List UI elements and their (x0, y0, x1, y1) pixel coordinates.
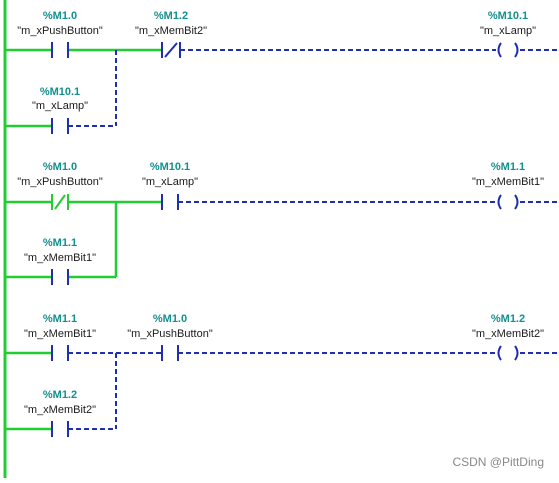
rung-1-coil-symbol: "m_xLamp" (480, 25, 536, 37)
rung-2: %M1.0 "m_xPushButton" %M10.1 "m_xLamp" %… (5, 161, 559, 285)
rung-3: %M1.1 "m_xMemBit1" %M1.0 "m_xPushButton"… (5, 313, 559, 437)
rung-3-contact-2-symbol: "m_xPushButton" (127, 328, 213, 340)
rung-2-coil[interactable] (497, 194, 519, 210)
watermark: CSDN @PittDing (452, 455, 544, 469)
rung-2-contact-2-symbol: "m_xLamp" (142, 176, 198, 188)
rung-2-contact-3[interactable] (51, 269, 69, 285)
rung-3-contact-3[interactable] (51, 421, 69, 437)
rung-1-contact-3-symbol: "m_xLamp" (32, 100, 88, 112)
rung-1-contact-2-symbol: "m_xMemBit2" (135, 25, 207, 37)
rung-3-contact-1-symbol: "m_xMemBit1" (24, 328, 96, 340)
rung-2-coil-address: %M1.1 (491, 161, 525, 173)
rung-1-contact-2[interactable] (161, 42, 181, 58)
rung-1-coil[interactable] (497, 42, 519, 58)
rung-2-contact-1-address: %M1.0 (43, 161, 77, 173)
rung-3-contact-2[interactable] (161, 345, 179, 361)
rung-2-contact-3-symbol: "m_xMemBit1" (24, 252, 96, 264)
rung-3-contact-3-address: %M1.2 (43, 389, 77, 401)
rung-2-contact-2-address: %M10.1 (150, 161, 190, 173)
rung-1-contact-3-address: %M10.1 (40, 86, 80, 98)
rung-3-coil-address: %M1.2 (491, 313, 525, 325)
rung-3-contact-3-symbol: "m_xMemBit2" (24, 404, 96, 416)
rung-1-contact-3[interactable] (51, 118, 69, 134)
rung-1-contact-1-symbol: "m_xPushButton" (17, 25, 103, 37)
rung-1-contact-2-address: %M1.2 (154, 10, 188, 22)
rung-3-coil[interactable] (497, 345, 519, 361)
rung-2-coil-symbol: "m_xMemBit1" (472, 176, 544, 188)
rung-1-contact-1-address: %M1.0 (43, 10, 77, 22)
rung-3-coil-symbol: "m_xMemBit2" (472, 328, 544, 340)
rung-1-contact-1[interactable] (51, 42, 69, 58)
rung-1: %M1.0 "m_xPushButton" %M1.2 "m_xMemBit2"… (5, 10, 559, 134)
rung-2-contact-3-address: %M1.1 (43, 237, 77, 249)
rung-2-contact-1-symbol: "m_xPushButton" (17, 176, 103, 188)
rung-3-contact-2-address: %M1.0 (153, 313, 187, 325)
rung-2-contact-2[interactable] (161, 194, 179, 210)
rung-3-contact-1-address: %M1.1 (43, 313, 77, 325)
rung-2-contact-1[interactable] (51, 194, 69, 210)
rung-1-coil-address: %M10.1 (488, 10, 528, 22)
rung-3-contact-1[interactable] (51, 345, 69, 361)
